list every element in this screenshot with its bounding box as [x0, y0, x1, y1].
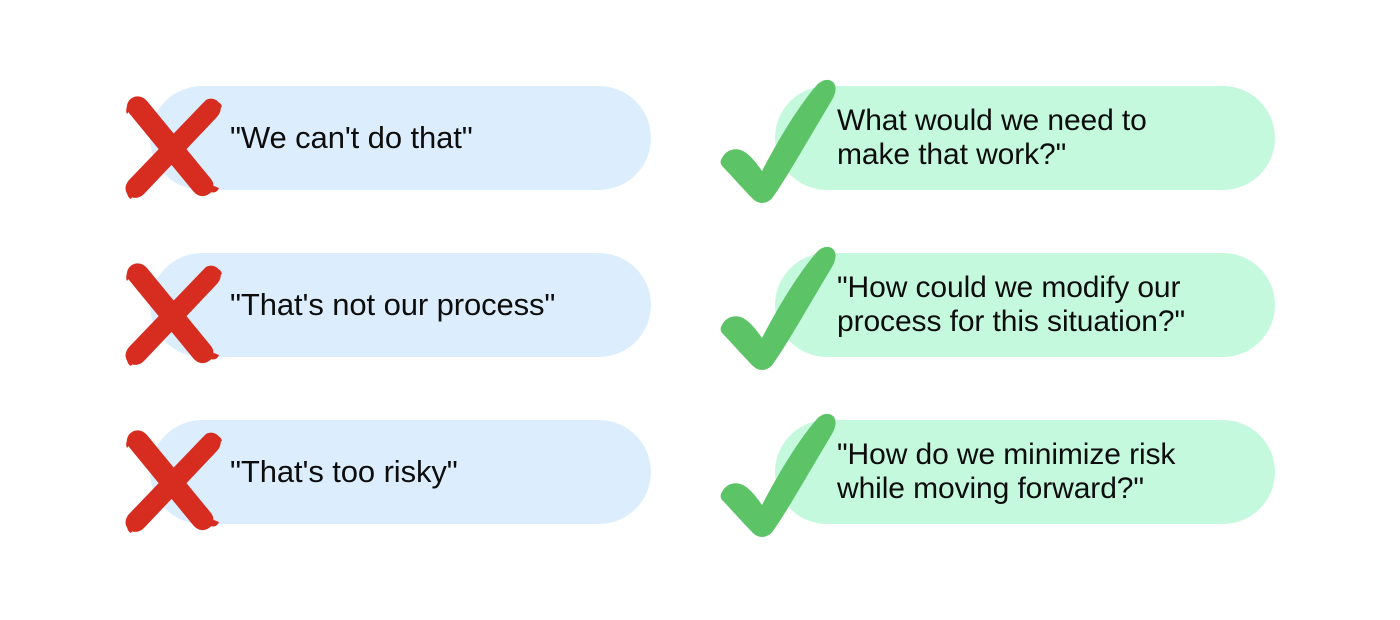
positive-phrase-card: What would we need to make that work?" — [775, 86, 1275, 190]
positive-phrase-card: "How could we modify our process for thi… — [775, 253, 1275, 357]
negative-phrase-text: "We can't do that" — [230, 120, 473, 156]
positive-phrase-text: "How do we minimize risk while moving fo… — [837, 437, 1176, 506]
negative-phrase-text: "That's not our process" — [230, 287, 556, 323]
positive-phrase-text: What would we need to make that work?" — [837, 103, 1147, 172]
comparison-row: "That's not our process" "How could we m… — [0, 246, 1400, 373]
negative-phrase-card: "That's too risky" — [150, 420, 651, 524]
negative-phrase-card: "That's not our process" — [150, 253, 651, 357]
comparison-row: "We can't do that" What would we need to… — [0, 79, 1400, 206]
comparison-row: "That's too risky" "How do we minimize r… — [0, 413, 1400, 540]
positive-phrase-card: "How do we minimize risk while moving fo… — [775, 420, 1275, 524]
positive-phrase-text: "How could we modify our process for thi… — [837, 270, 1186, 339]
negative-phrase-text: "That's too risky" — [230, 454, 458, 490]
negative-phrase-card: "We can't do that" — [150, 86, 651, 190]
